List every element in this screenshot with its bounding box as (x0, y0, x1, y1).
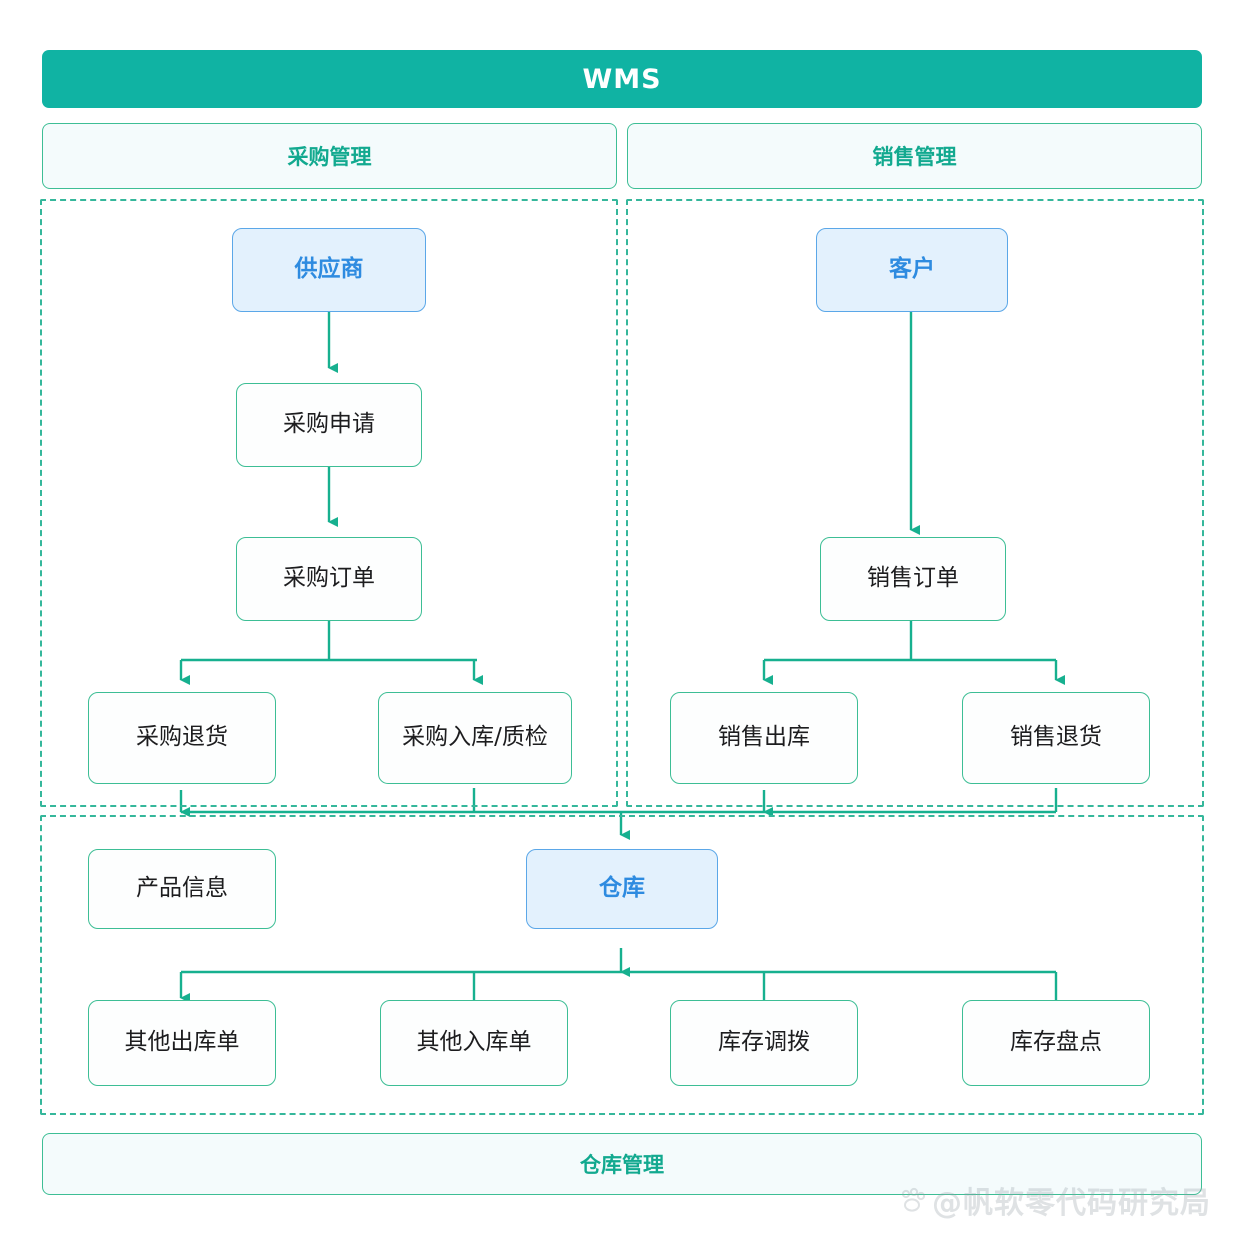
group-frame-purchase (40, 199, 618, 807)
node-purchase-order[interactable]: 采购订单 (236, 537, 422, 621)
node-other-outbound[interactable]: 其他出库单 (88, 1000, 276, 1086)
node-sales-outbound[interactable]: 销售出库 (670, 692, 858, 784)
group-frame-warehouse (40, 815, 1204, 1115)
section-header-purchase: 采购管理 (42, 123, 617, 189)
node-stock-transfer[interactable]: 库存调拨 (670, 1000, 858, 1086)
node-purchase-inbound[interactable]: 采购入库/质检 (378, 692, 572, 784)
watermark: @帆软零代码研究局 (898, 1178, 1211, 1222)
watermark-text: @帆软零代码研究局 (932, 1186, 1211, 1221)
section-footer-warehouse: 仓库管理 (42, 1133, 1202, 1195)
node-purchase-request[interactable]: 采购申请 (236, 383, 422, 467)
node-purchase-return[interactable]: 采购退货 (88, 692, 276, 784)
node-sales-order[interactable]: 销售订单 (820, 537, 1006, 621)
node-supplier[interactable]: 供应商 (232, 228, 426, 312)
paw-icon (898, 1185, 928, 1215)
node-sales-return[interactable]: 销售退货 (962, 692, 1150, 784)
banner-wms: WMS (42, 50, 1202, 108)
node-stock-count[interactable]: 库存盘点 (962, 1000, 1150, 1086)
node-customer[interactable]: 客户 (816, 228, 1008, 312)
node-warehouse[interactable]: 仓库 (526, 849, 718, 929)
group-frame-sales (626, 199, 1204, 807)
section-header-sales: 销售管理 (627, 123, 1202, 189)
node-product-info[interactable]: 产品信息 (88, 849, 276, 929)
node-other-inbound[interactable]: 其他入库单 (380, 1000, 568, 1086)
